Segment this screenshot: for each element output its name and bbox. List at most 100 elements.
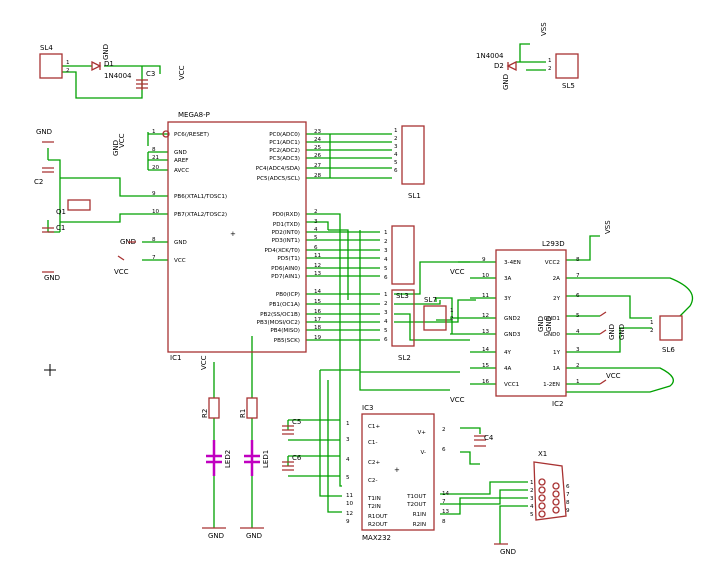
- ic2-pin-number: 16: [482, 379, 490, 385]
- ic2-pin-number: 8: [576, 257, 580, 263]
- vss-l293-label: VSS: [604, 220, 612, 234]
- ic1-pin-number: 19: [314, 335, 322, 341]
- ic1-pin-number: 28: [314, 173, 322, 179]
- sl2-label: SL2: [398, 354, 411, 362]
- c1-capacitor: [42, 227, 54, 233]
- d2-value-label: 1N4004: [476, 52, 504, 60]
- ic2-pin-function: 4A: [504, 366, 512, 372]
- ic2-pin-number: 2: [576, 363, 580, 369]
- ic2-pin-number: 7: [576, 273, 580, 279]
- ic3-pin-number: 7: [442, 499, 446, 505]
- ic1-pin-function: PB5(SCK): [274, 338, 300, 344]
- ic3-pin-function: T1OUT: [406, 494, 426, 500]
- ic1-pin-function: PB6(XTAL1/TOSC1): [174, 194, 227, 200]
- ic3-value-label: MAX232: [362, 534, 391, 542]
- vcc-l293-bottom-label: VCC: [450, 396, 465, 404]
- ic2-pin-function: 1Y: [553, 350, 561, 356]
- ic2-pin-function: 3-4EN: [504, 260, 521, 266]
- ic2-body: [495, 249, 567, 397]
- ic1-pin-number: 16: [314, 309, 322, 315]
- sl4-pin-number: 1: [66, 60, 70, 66]
- sl5-pin-number: 1: [548, 58, 552, 64]
- sl6-pin-number: 2: [650, 328, 654, 334]
- sl4-body: [39, 53, 63, 79]
- ic1-pin-number: 7: [152, 255, 156, 261]
- ic3-pin-function: R1IN: [413, 512, 426, 518]
- r2-resistor: [208, 397, 220, 419]
- ground-arrow-symbols: [42, 141, 607, 545]
- ic3-pin-function: T2OUT: [406, 502, 426, 508]
- d2-diode: [506, 60, 517, 72]
- gnd-aref-label: GND: [112, 140, 120, 156]
- x1-pin-number: 9: [566, 508, 570, 514]
- gnd-x1-label: GND: [500, 548, 516, 556]
- sl3-pin-number: 6: [384, 337, 388, 343]
- ic2-pin-function: 3Y: [504, 296, 512, 302]
- gnd-l293-right-label: GND: [608, 324, 616, 340]
- r1-resistor: [246, 397, 258, 419]
- ic2-pin-number: 11: [482, 293, 490, 299]
- pin-labels: PC6(/RESET)1GND8AREF21AVCC20PB6(XTAL1/TO…: [66, 58, 654, 528]
- ic2-pin-number: 5: [576, 313, 580, 319]
- gnd-led1-label: GND: [246, 532, 262, 540]
- ic1-pin-number: 2: [314, 209, 318, 215]
- ic2-pin-function: 1-2EN: [543, 382, 560, 388]
- sl1-body: [401, 125, 425, 185]
- ic3-pin-number: 11: [346, 493, 354, 499]
- vcc-l293-right-label: VCC: [606, 372, 621, 380]
- ic1-pin-number: 15: [314, 299, 322, 305]
- d2-label: D2: [494, 62, 504, 70]
- ic3-pin-number: 1: [346, 421, 350, 427]
- sl3-pin-number: 5: [384, 328, 388, 334]
- ic3-pin-function: R2OUT: [368, 522, 388, 528]
- gnd-led2-label: GND: [208, 532, 224, 540]
- gnd-l293-left-label: GND: [537, 316, 545, 332]
- ic1-pin-function: PC3(ADC3): [269, 156, 300, 162]
- ic2-pin-function: 4Y: [504, 350, 512, 356]
- vcc-l293-label: VCC: [450, 268, 465, 276]
- ic2-pin-function: VCC2: [545, 260, 560, 266]
- sl3-label: SL3: [396, 292, 409, 300]
- sl2-pin-number: 5: [384, 266, 388, 272]
- ic3-pin-number: 12: [346, 511, 353, 517]
- d1-diode: [91, 60, 102, 72]
- ic3-pin-number: 5: [346, 475, 350, 481]
- ic1-pin-function: PB7(XTAL2/TOSC2): [174, 212, 227, 218]
- ic2-pin-number: 13: [482, 329, 490, 335]
- ic1-pin-function: GND: [174, 150, 187, 156]
- c2-label: C2: [34, 178, 43, 186]
- ic1-pin-number: 21: [152, 155, 160, 161]
- sl7-body: [423, 305, 447, 331]
- sl7-label: SL7: [424, 296, 437, 304]
- sl3-pin-number: 3: [384, 310, 388, 316]
- ic1-pin-function: AVCC: [174, 168, 189, 174]
- led2-label: LED2: [224, 450, 232, 468]
- ic1-reset-bubble: [162, 130, 170, 138]
- ic1-pin-function: PB4(MISO): [270, 328, 300, 334]
- x1-pin-number: 8: [566, 500, 570, 506]
- ic1-pin-function: PB0(ICP): [276, 292, 300, 298]
- ic2-pin-number: 1: [576, 379, 580, 385]
- ic1-pin-number: 1: [152, 129, 156, 135]
- ic3-pin-number: 4: [346, 457, 350, 463]
- ic2-pin-function: 3A: [504, 276, 512, 282]
- ic1-pin-number: 8: [152, 237, 156, 243]
- c3-capacitor: [136, 79, 148, 90]
- c6-label: C6: [292, 454, 302, 462]
- ic1-pin-function: PB2(SS/OC1B): [260, 312, 300, 318]
- ic1-pin-number: 14: [314, 289, 322, 295]
- x1-body: [533, 461, 567, 521]
- ic2-pin-number: 15: [482, 363, 490, 369]
- ic1-origin-mark: +: [230, 230, 236, 238]
- ic1-pin-function: PD2(INT0): [272, 230, 300, 236]
- x1-pin-number: 2: [530, 488, 534, 494]
- gnd-d1-label: GND: [102, 44, 110, 60]
- sl2-pin-number: 2: [384, 239, 388, 245]
- led2: [206, 440, 222, 476]
- sl5-label: SL5: [562, 82, 575, 90]
- ic2-pin-number: 12: [482, 313, 489, 319]
- ic1-pin-function: GND: [174, 240, 187, 246]
- c4-label: C4: [484, 434, 494, 442]
- sl1-pin-number: 5: [394, 160, 398, 166]
